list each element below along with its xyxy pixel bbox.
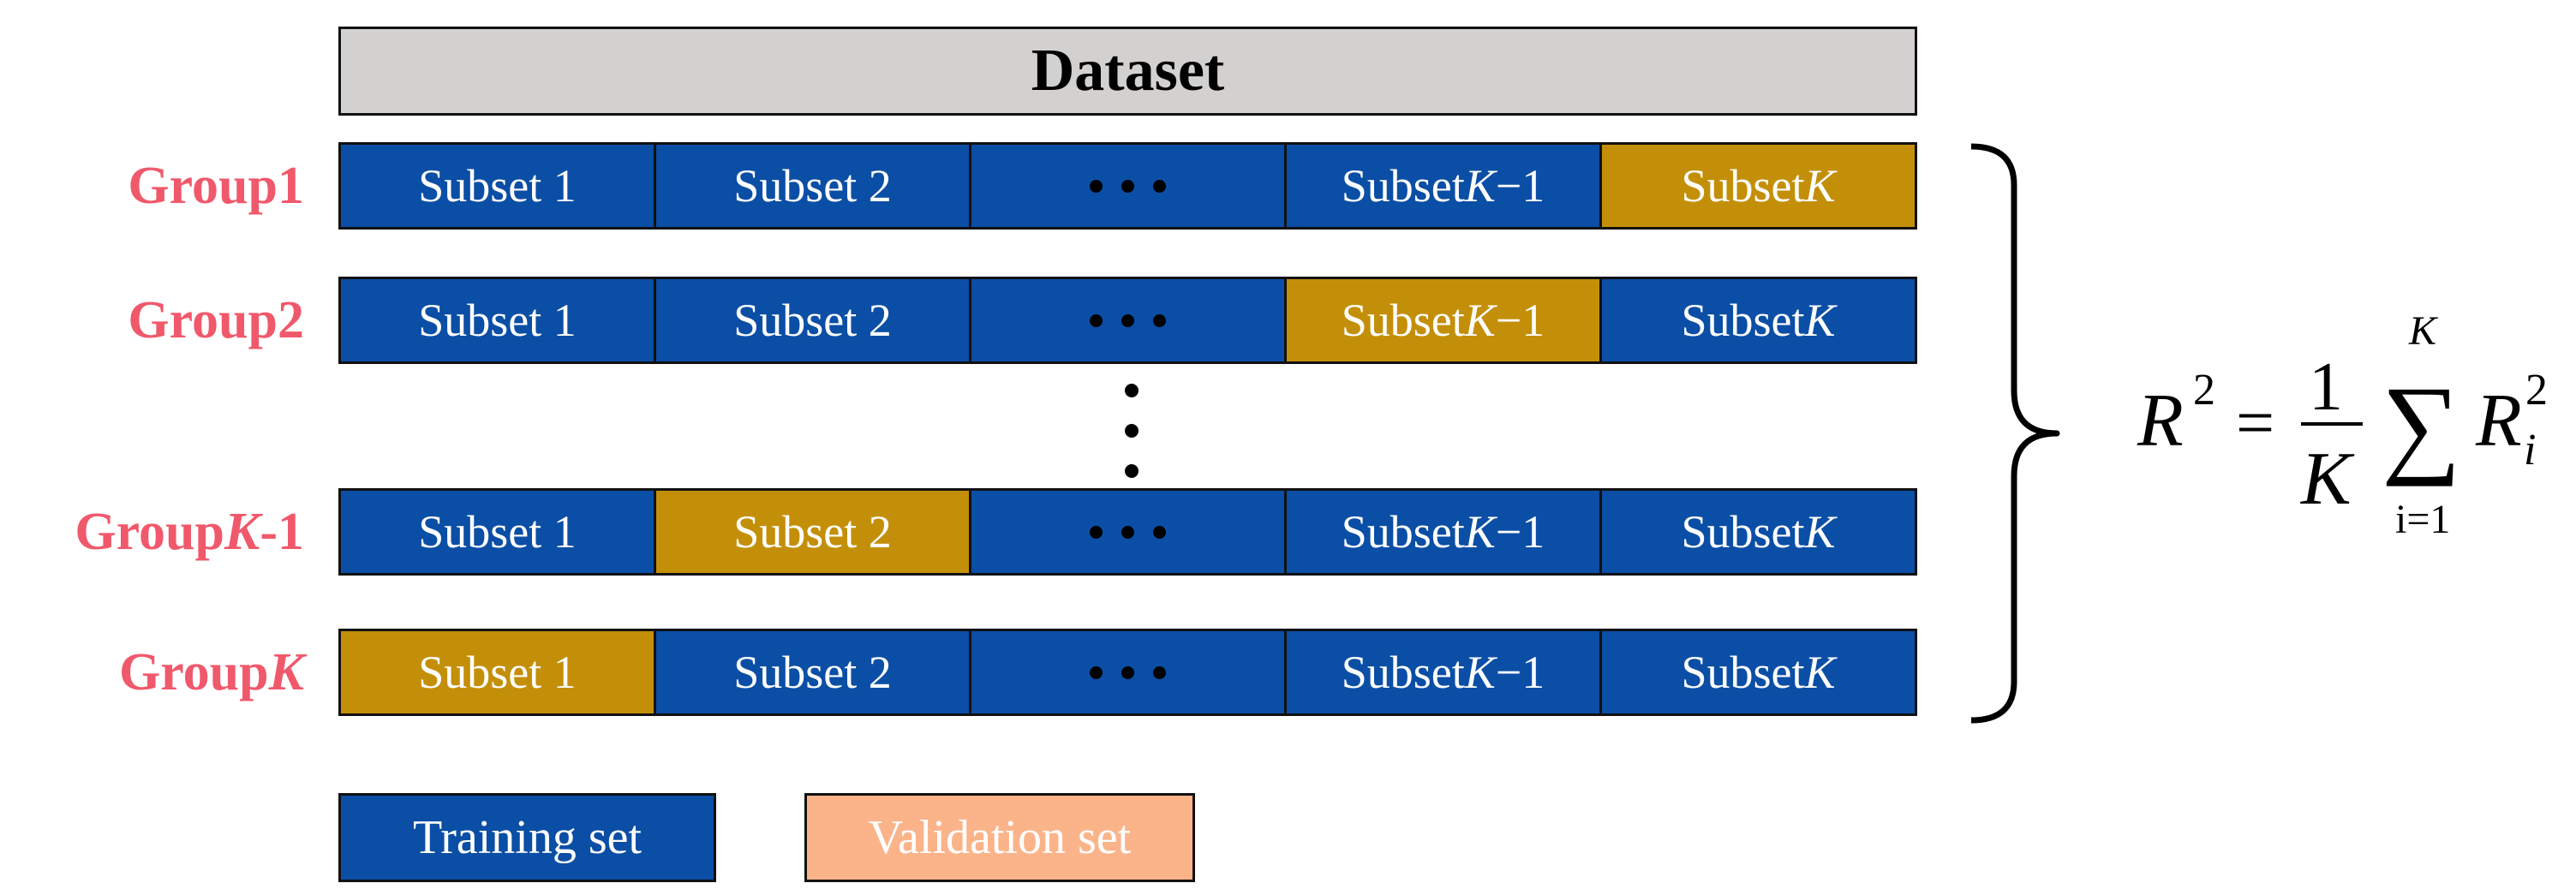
formula-numerator: 1	[2309, 349, 2343, 425]
group-label: Group K	[119, 642, 304, 701]
training-subset-cell: Subset 2	[656, 631, 971, 713]
training-subset-cell: Subset 1	[341, 279, 656, 361]
training-subset-cell: Subset K−1	[1287, 631, 1602, 713]
ellipsis-cell	[971, 279, 1287, 361]
legend-training-label: Training set	[412, 811, 643, 864]
formula-lhs: R	[2137, 379, 2184, 462]
legend-validation-label: Validation set	[868, 811, 1132, 864]
formula-term-sup: 2	[2525, 366, 2548, 415]
group-label: Group K-1	[75, 502, 304, 561]
training-subset-cell: Subset K	[1602, 279, 1915, 361]
training-subset-cell: Subset 2	[656, 279, 971, 361]
training-subset-cell: Subset 1	[341, 145, 656, 227]
ellipsis-cell	[971, 145, 1287, 227]
formula-term-sub: i	[2524, 426, 2536, 474]
training-subset-cell: Subset K−1	[1287, 491, 1602, 573]
group-label: Group 2	[128, 290, 304, 349]
training-subset-cell: Subset K	[1602, 631, 1915, 713]
right-brace	[1970, 143, 2060, 724]
formula-denominator: K	[2299, 438, 2355, 521]
legend-validation-set: Validation set	[804, 793, 1195, 882]
formula-equals: =	[2236, 385, 2274, 461]
ellipsis-cell	[971, 631, 1287, 713]
validation-subset-cell: Subset K−1	[1287, 279, 1602, 361]
formula-lhs-sup: 2	[2193, 366, 2215, 415]
training-subset-cell: Subset 1	[341, 491, 656, 573]
validation-subset-cell: Subset K	[1602, 145, 1915, 227]
training-subset-cell: Subset K	[1602, 491, 1915, 573]
formula-term: R	[2475, 379, 2522, 462]
training-subset-cell: Subset K−1	[1287, 145, 1602, 227]
formula-sum-lower: i=1	[2395, 497, 2450, 542]
legend-training-set: Training set	[338, 793, 716, 882]
validation-subset-cell: Subset 1	[341, 631, 656, 713]
ellipsis-cell	[971, 491, 1287, 573]
dataset-label: Dataset	[1031, 38, 1225, 104]
formula-sum-upper: K	[2408, 308, 2439, 354]
r-squared-formula: R 2 = 1 K K ∑ i=1 R 2 i	[2137, 308, 2548, 542]
vertical-ellipsis	[1123, 384, 1140, 478]
group-label: Group 1	[128, 156, 304, 215]
training-subset-cell: Subset 2	[656, 145, 971, 227]
validation-subset-cell: Subset 2	[656, 491, 971, 573]
dataset-bar: Dataset	[338, 27, 1917, 116]
formula-sigma: ∑	[2382, 364, 2461, 487]
